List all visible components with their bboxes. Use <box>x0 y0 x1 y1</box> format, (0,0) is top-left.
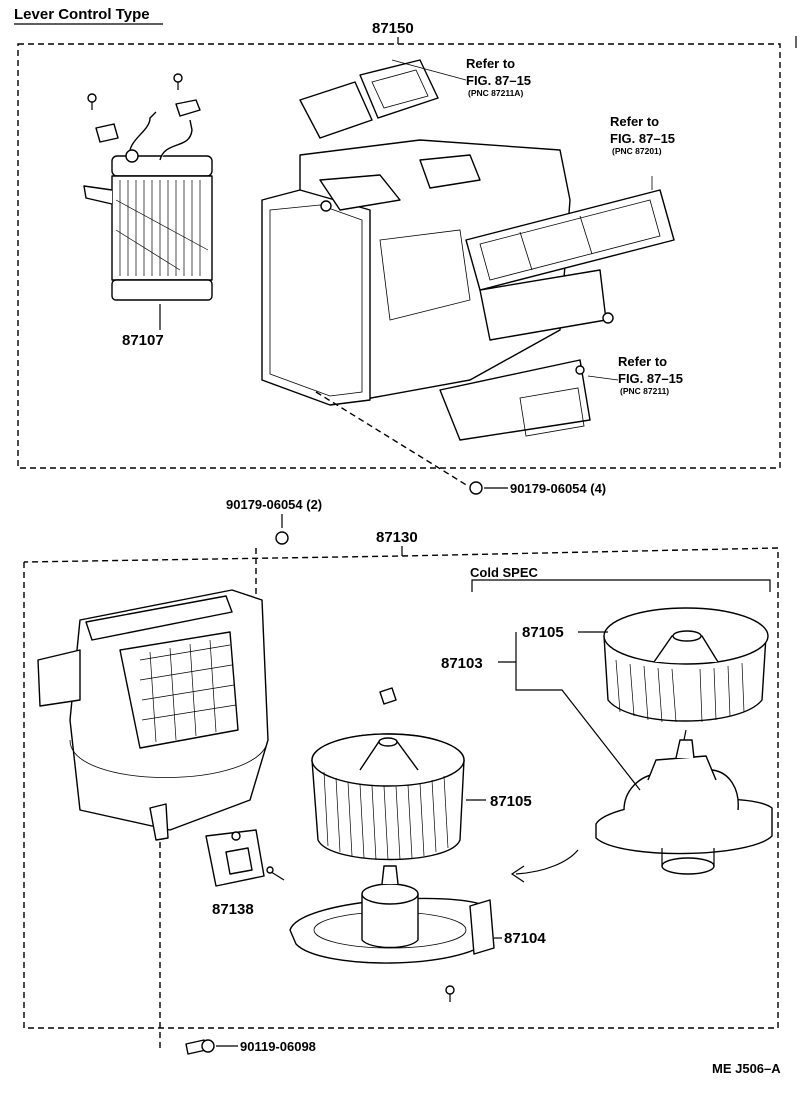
bolt-icon <box>185 1039 215 1055</box>
ref1-line3: (PNC 87211A) <box>468 88 523 98</box>
screw-small-icon <box>445 985 455 1002</box>
ref2-line1: Refer to <box>610 114 659 129</box>
part-number-87107: 87107 <box>122 332 164 349</box>
group-box-87130 <box>23 547 779 1029</box>
ref3-line3: (PNC 87211) <box>620 386 669 396</box>
ref1-line2: FIG. 87–15 <box>466 73 531 88</box>
part-number-screw-lower: 90179-06054 (2) <box>226 497 322 512</box>
screw-lower-icon <box>275 531 289 545</box>
group-box-87150 <box>17 43 781 469</box>
arrow-head-icon <box>510 865 525 883</box>
part-number-87138: 87138 <box>212 901 254 918</box>
motor-coldspec <box>595 729 773 875</box>
part-number-screw-upper: 90179-06054 (4) <box>510 481 606 496</box>
ref3-line2: FIG. 87–15 <box>618 371 683 386</box>
heater-unit-housing <box>261 59 675 441</box>
part-number-87103: 87103 <box>441 655 483 672</box>
part-number-bolt: 90119-06098 <box>240 1039 316 1054</box>
part-number-87150: 87150 <box>372 20 414 37</box>
ref2-line3: (PNC 87201) <box>612 146 662 156</box>
part-number-87105-top: 87105 <box>522 624 564 641</box>
ref3-line1: Refer to <box>618 354 667 369</box>
screw-upper-dashline <box>315 391 469 487</box>
figure-code: ME J506–A <box>712 1061 781 1076</box>
fan-87105-coldspec <box>603 607 769 723</box>
clip-icon <box>379 687 397 705</box>
heater-core-87107 <box>83 73 213 301</box>
direction-arrow <box>515 849 579 875</box>
resistor-87138 <box>205 829 285 887</box>
ref-leader-3 <box>587 375 619 381</box>
cold-spec-label: Cold SPEC <box>470 565 539 580</box>
diagram-title: Lever Control Type <box>14 6 150 23</box>
ref-leader-1 <box>391 59 467 81</box>
part-number-87130: 87130 <box>376 529 418 546</box>
fan-87105 <box>311 733 465 861</box>
ref1-line1: Refer to <box>466 56 515 71</box>
screw-upper-icon <box>469 481 483 495</box>
part-number-87104: 87104 <box>504 930 546 947</box>
cold-spec-bracket <box>471 579 771 592</box>
motor-87104 <box>289 865 495 964</box>
blower-case <box>37 589 269 841</box>
part-number-87105-mid: 87105 <box>490 793 532 810</box>
leader-87103-bracket <box>515 632 641 791</box>
ref2-line2: FIG. 87–15 <box>610 131 675 146</box>
